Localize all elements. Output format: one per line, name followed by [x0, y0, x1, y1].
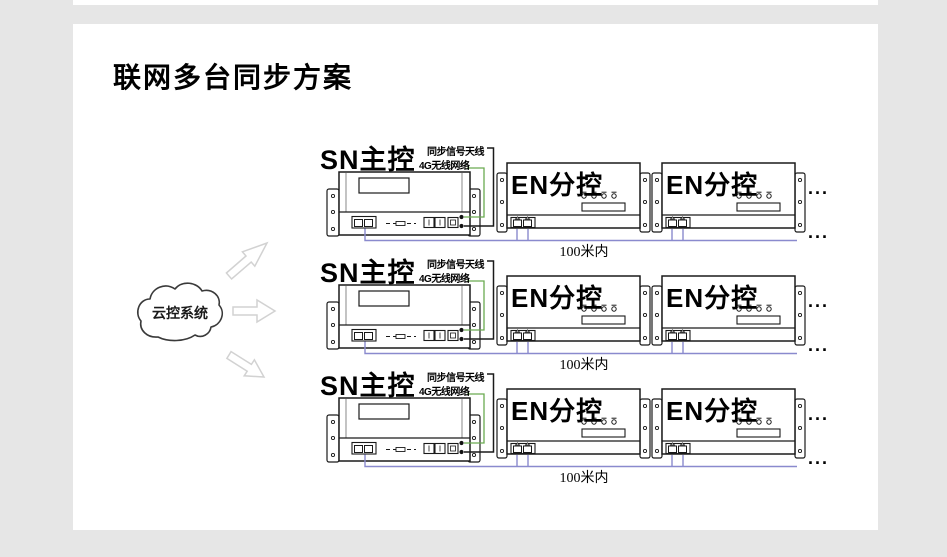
sync-antenna-label: 同步信号天线 — [427, 373, 485, 384]
line-continues-ellipsis: ... — [808, 335, 830, 355]
cloud-system-label: 云控系统 — [152, 305, 208, 321]
sync-antenna-label: 同步信号天线 — [427, 147, 485, 158]
page-title: 联网多台同步方案 — [113, 62, 354, 93]
en-sub-label-1: EN分控 — [511, 283, 604, 313]
en-sub-label-2: EN分控 — [666, 396, 759, 426]
arrow-up-right-icon — [225, 241, 269, 281]
arrow-down-right-icon — [225, 350, 266, 378]
sync-chain-row: SN主控 同步信号天线 4G无线网络 EN分控 EN分控 100米内 ... .… — [0, 248, 947, 376]
cloud-system-block: 云控系统 — [120, 235, 295, 385]
sync-chain-row: SN主控 同步信号天线 4G无线网络 EN分控 EN分控 100米内 ... .… — [0, 135, 947, 263]
sync-antenna-label: 同步信号天线 — [427, 260, 485, 271]
wireless-4g-label: 4G无线网络 — [419, 274, 470, 285]
distance-label: 100米内 — [559, 358, 609, 373]
wireless-4g-label: 4G无线网络 — [419, 387, 470, 398]
line-continues-ellipsis: ... — [808, 222, 830, 242]
arrow-right-icon — [232, 298, 277, 324]
en-sub-label-2: EN分控 — [666, 170, 759, 200]
more-units-ellipsis: ... — [808, 178, 830, 198]
more-units-ellipsis: ... — [808, 291, 830, 311]
distance-label: 100米内 — [559, 245, 609, 260]
sn-master-label: SN主控 — [320, 145, 416, 175]
en-sub-label-1: EN分控 — [511, 170, 604, 200]
line-continues-ellipsis: ... — [808, 448, 830, 468]
en-sub-label-1: EN分控 — [511, 396, 604, 426]
sync-chain-row: SN主控 同步信号天线 4G无线网络 EN分控 EN分控 100米内 ... .… — [0, 361, 947, 489]
distance-label: 100米内 — [559, 471, 609, 486]
cloud-and-arrows-graphic — [137, 241, 277, 378]
sn-master-label: SN主控 — [320, 258, 416, 288]
top-content-strip — [73, 0, 878, 5]
more-units-ellipsis: ... — [808, 404, 830, 424]
cloud-icon — [137, 282, 223, 342]
en-sub-label-2: EN分控 — [666, 283, 759, 313]
wireless-4g-label: 4G无线网络 — [419, 161, 470, 172]
sn-master-label: SN主控 — [320, 371, 416, 401]
